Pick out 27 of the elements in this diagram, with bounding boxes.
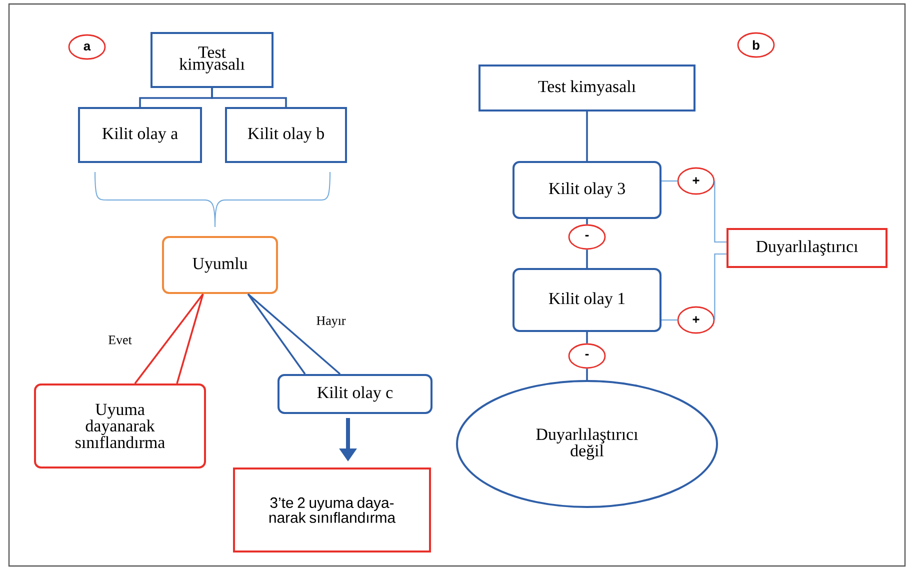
result-box: 3’te 2 uyuma daya- narak sınıflandırma [233, 468, 431, 552]
process-box: Test kimyasalı [150, 32, 274, 88]
panel-letter: b [737, 32, 775, 58]
result-box: Duyarlılaştırıcı [726, 228, 888, 268]
callout-tail [247, 293, 341, 375]
callout-tail [134, 293, 204, 384]
process-box: Test kimyasalı [478, 64, 696, 112]
callout-box: Uyuma dayanarak sınıflandırma [34, 384, 206, 468]
process-box: Kilit olay 3 [512, 161, 662, 219]
connector-line [714, 253, 726, 320]
connector-line [586, 112, 588, 161]
process-box: Kilit olay b [225, 107, 347, 163]
connector-line [714, 181, 726, 243]
callout-box: Kilit olay c [278, 374, 432, 414]
connector-line [662, 319, 678, 321]
panel-letter: a [68, 34, 106, 60]
connector-line [586, 332, 588, 344]
connector-line [586, 250, 588, 268]
decision-box: Uyumlu [162, 236, 278, 294]
connector-line [586, 368, 588, 380]
connector-line [586, 219, 588, 224]
process-box: Kilit olay 1 [512, 268, 662, 332]
process-box: Kilit olay a [78, 107, 202, 163]
edge-label: Evet [107, 334, 133, 346]
connector-line [211, 88, 287, 107]
connector-line [662, 180, 678, 182]
edge-label: Hayır [315, 315, 347, 329]
